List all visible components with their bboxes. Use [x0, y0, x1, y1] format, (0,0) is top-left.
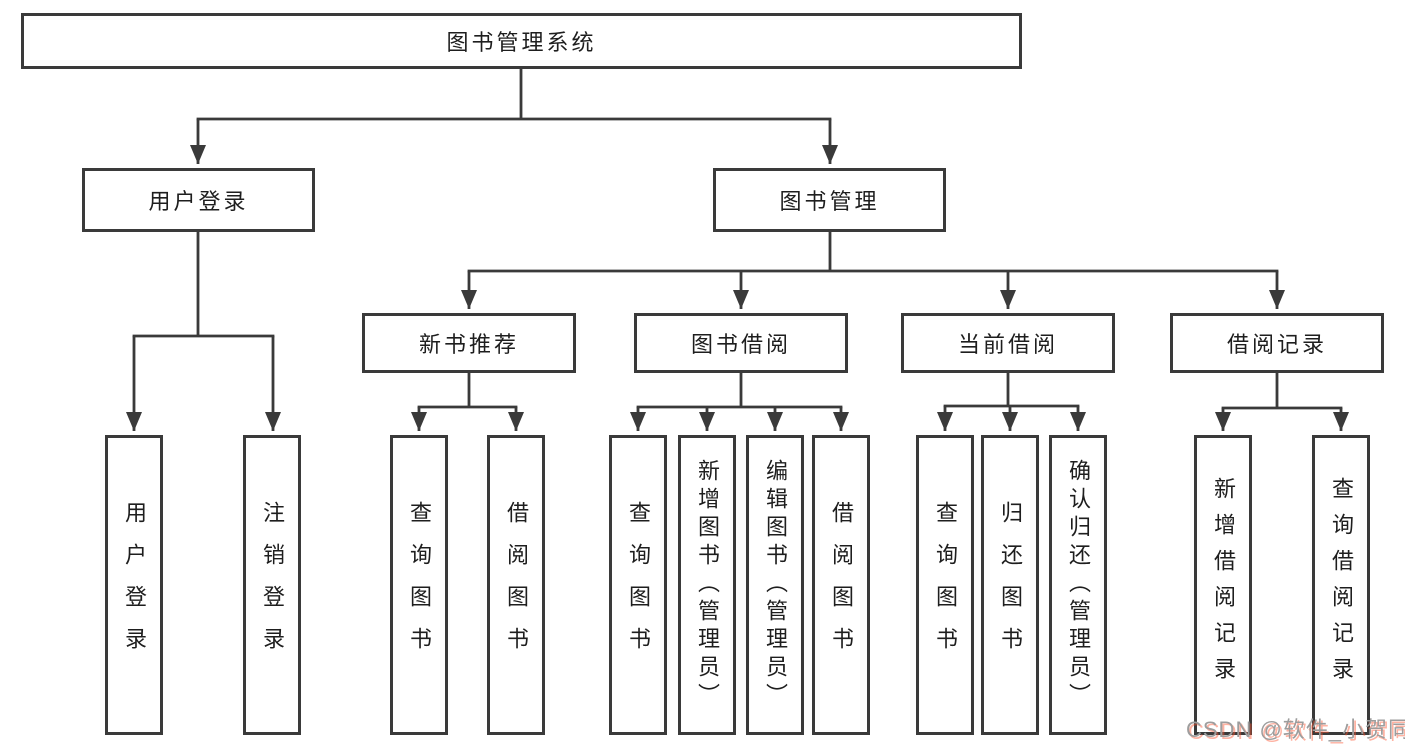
node-book-management: 图书管理: [713, 168, 946, 232]
node-current-borrow: 当前借阅: [901, 313, 1115, 373]
node-book-borrow-label: 图书借阅: [690, 332, 791, 357]
leaf-query-book-borrow-label: 查询图书: [626, 501, 651, 669]
leaf-add-borrow-record: 新增借阅记录: [1194, 435, 1252, 735]
leaf-confirm-return-admin-label: 确认归还（管理员）: [1066, 459, 1091, 711]
leaf-query-book-recommend-label: 查询图书: [407, 501, 432, 669]
leaf-query-book-recommend: 查询图书: [390, 435, 448, 735]
leaf-confirm-return-admin: 确认归还（管理员）: [1049, 435, 1107, 735]
leaf-borrow-book-recommend: 借阅图书: [487, 435, 545, 735]
node-user-login: 用户登录: [82, 168, 315, 232]
leaf-edit-book-admin: 编辑图书（管理员）: [746, 435, 804, 735]
leaf-borrow-book-recommend-label: 借阅图书: [504, 501, 529, 669]
leaf-add-borrow-record-label: 新增借阅记录: [1211, 477, 1236, 693]
leaf-user-login-label: 用户登录: [122, 501, 147, 669]
leaf-logout: 注销登录: [243, 435, 301, 735]
leaf-add-book-admin: 新增图书（管理员）: [678, 435, 736, 735]
node-user-login-label: 用户登录: [148, 189, 249, 214]
node-book-management-label: 图书管理: [779, 189, 880, 214]
node-new-book-recommend: 新书推荐: [362, 313, 576, 373]
leaf-return-book-label: 归还图书: [998, 501, 1023, 669]
leaf-edit-book-admin-label: 编辑图书（管理员）: [763, 459, 788, 711]
leaf-query-book-borrow: 查询图书: [609, 435, 667, 735]
node-new-book-recommend-label: 新书推荐: [418, 332, 519, 357]
leaf-add-book-admin-label: 新增图书（管理员）: [695, 459, 720, 711]
leaf-query-book-current-label: 查询图书: [933, 501, 958, 669]
leaf-query-book-current: 查询图书: [916, 435, 974, 735]
node-borrow-records: 借阅记录: [1170, 313, 1384, 373]
leaf-borrow-book: 借阅图书: [812, 435, 870, 735]
leaf-user-login: 用户登录: [105, 435, 163, 735]
node-borrow-records-label: 借阅记录: [1226, 332, 1327, 357]
leaf-return-book: 归还图书: [981, 435, 1039, 735]
node-root-label: 图书管理系统: [446, 30, 597, 55]
leaf-query-borrow-record: 查询借阅记录: [1312, 435, 1370, 735]
node-root: 图书管理系统: [21, 13, 1022, 69]
leaf-query-borrow-record-label: 查询借阅记录: [1329, 477, 1354, 693]
leaf-logout-label: 注销登录: [260, 501, 285, 669]
leaf-borrow-book-label: 借阅图书: [829, 501, 854, 669]
csdn-watermark: CSDN @软件_小贺同学: [1186, 717, 1405, 742]
node-book-borrow: 图书借阅: [634, 313, 848, 373]
node-current-borrow-label: 当前借阅: [957, 332, 1058, 357]
